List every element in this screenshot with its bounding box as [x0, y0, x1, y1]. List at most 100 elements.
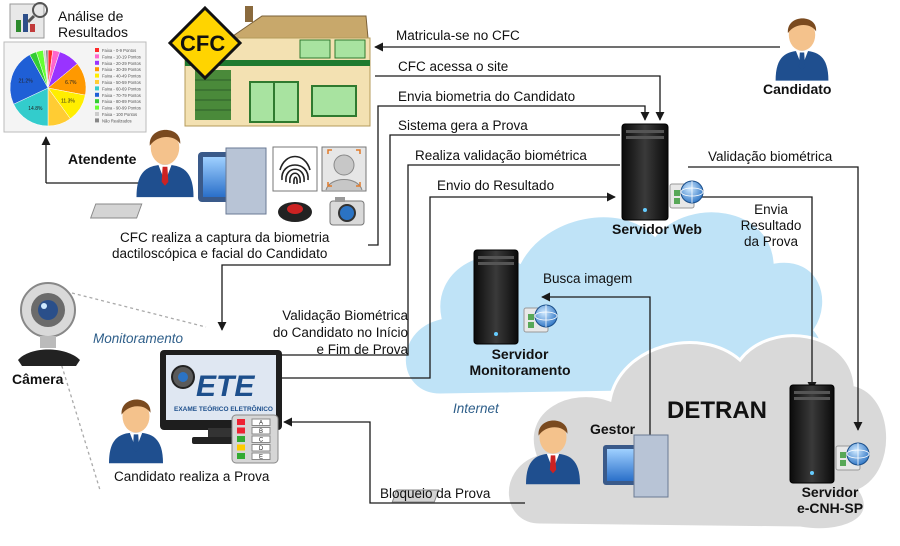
legend-entry: Faixa - 0-9 Pontos [102, 48, 136, 53]
captura-line2: dactiloscópica e facial do Candidato [112, 246, 328, 261]
validacao-inicio-line3: e Fim de Prova [316, 342, 408, 357]
legend-swatch [95, 92, 99, 97]
flow-bloqueio-label: Bloqueio da Prova [380, 486, 491, 501]
legend-swatch [95, 80, 99, 84]
fingerprint-icon [272, 146, 318, 192]
arrow-gera-prova [217, 134, 620, 331]
cfc-building [184, 6, 371, 127]
analysis-chart-panel: 6.7%11.3%14.8%21.2% Faixa - 0-9 PontosFa… [3, 41, 147, 133]
legend-entry: Faixa - 50-59 Pontos [102, 80, 141, 85]
camera-view-line-2 [59, 359, 101, 491]
keypad-answer-box [251, 418, 271, 426]
flow-realiza-validacao-label: Realiza validação biométrica [415, 148, 587, 163]
cfc-badge-label: CFC [180, 31, 226, 56]
face-recognition-icon [321, 146, 367, 192]
legend-entry: Faixa - 80-89 Pontos [102, 99, 141, 104]
flow-matricula-label: Matricula-se no CFC [396, 28, 520, 43]
ete-monitor [160, 350, 282, 444]
servidor-web-label: Servidor Web [612, 221, 702, 237]
ete-subtitle: EXAME TEÓRICO ELETRÔNICO [174, 406, 273, 413]
servidor-monitoramento-icon [473, 249, 558, 345]
legend-swatch [95, 105, 99, 110]
analysis-magnifier-icon [9, 2, 48, 39]
servidor-ecnh-line1: Servidor [801, 484, 859, 500]
arrow-envia-biometria [368, 105, 650, 246]
flow-arrows [41, 42, 863, 504]
keypad-button [237, 419, 245, 425]
flow-validacao-biometrica-label: Validação biométrica [708, 149, 833, 164]
gestor-label: Gestor [590, 421, 636, 437]
flow-acessa-label: CFC acessa o site [398, 59, 509, 74]
legend-entry: Faixa - 30-39 Pontos [102, 67, 141, 72]
legend-swatch [95, 112, 99, 116]
keypad-answer-box [251, 427, 271, 435]
keypad-button [237, 427, 245, 434]
servidor-monitoramento-line2: Monitoramento [469, 362, 571, 378]
legend-swatch [95, 86, 99, 91]
candidato-person-icon [775, 18, 829, 81]
candidato-prova-person-icon [109, 399, 163, 464]
internet-cloud-label: Internet [453, 401, 499, 416]
flow-envia-resultado-line3: da Prova [743, 234, 799, 249]
flow-envia-biometria-label: Envia biometria do Candidato [398, 89, 576, 104]
keypad-key-label: A [259, 421, 263, 427]
candidato-prova-label: Candidato realiza a Prova [114, 469, 270, 484]
flow-envio-resultado-label: Envio do Resultado [437, 178, 555, 193]
keypad-button [237, 453, 245, 459]
legend-swatch [95, 99, 99, 104]
atendente-computer-icon [89, 147, 267, 219]
servidor-monitoramento-line1: Servidor [491, 346, 549, 362]
pie-slice [45, 49, 49, 89]
atendente-person-icon [136, 129, 194, 198]
candidato-label: Candidato [763, 81, 832, 97]
servidor-ecnh-icon [789, 384, 870, 484]
keypad-button [237, 444, 245, 451]
flow-gera-prova-label: Sistema gera a Prova [398, 118, 528, 133]
keypad-answer-box [251, 435, 271, 443]
gestor-person-icon [526, 420, 580, 485]
pie-slice [13, 87, 49, 127]
legend-entry: Faixa - 20-29 Pontos [102, 61, 141, 66]
keypad-key-label: C [259, 438, 264, 444]
keypad-answer-box [251, 452, 271, 460]
pie-slice-label: 11.3% [61, 99, 75, 105]
legend-entry: Faixa - 10-19 Pontos [102, 54, 141, 59]
legend-entry: Faixa - 90-99 Pontos [102, 106, 141, 111]
arrow-envio-resultado [282, 192, 616, 379]
camera-label: Câmera [12, 371, 64, 387]
flow-envia-resultado-line1: Envia [754, 202, 788, 217]
analysis-pie: 6.7%11.3%14.8%21.2% [9, 49, 87, 127]
arrow-acessa [375, 75, 665, 121]
legend-swatch [95, 60, 99, 65]
servidor-ecnh-line2: e-CNH-SP [796, 500, 864, 516]
legend-swatch [95, 118, 99, 123]
keypad-answer-box [251, 444, 271, 452]
camera-view-line-1 [71, 292, 207, 328]
keypad-button [237, 436, 245, 442]
legend-swatch [95, 73, 99, 78]
arrow-validacao-biometrica [688, 166, 863, 431]
legend-swatch [95, 67, 99, 72]
legend-entry: Faixa - 70-79 Pontos [102, 93, 141, 98]
flow-envia-resultado-line2: Resultado [740, 218, 802, 233]
keypad-key-label: D [259, 446, 264, 452]
analysis-title-line2: Resultados [58, 24, 129, 40]
captura-line1: CFC realiza a captura da biometria [120, 230, 330, 245]
arrow-realiza-validacao [280, 164, 620, 356]
arrow-envia-resultado [688, 196, 817, 391]
pie-slice-label: 21.2% [18, 79, 33, 85]
pie-slice-label: 14.8% [28, 106, 43, 112]
flow-busca-imagem-label: Busca imagem [543, 271, 633, 286]
gestor-computer-icon [391, 434, 669, 503]
analysis-title-line1: Análise de [58, 8, 124, 24]
fingerprint-scanner-icon [278, 202, 312, 222]
monitoramento-label: Monitoramento [93, 331, 184, 346]
legend-entry: Não Realizados [102, 118, 132, 123]
legend-entry: Faixa - 60-69 Pontos [102, 86, 141, 91]
webcam-icon [18, 282, 80, 366]
atendente-label: Atendente [68, 151, 137, 167]
